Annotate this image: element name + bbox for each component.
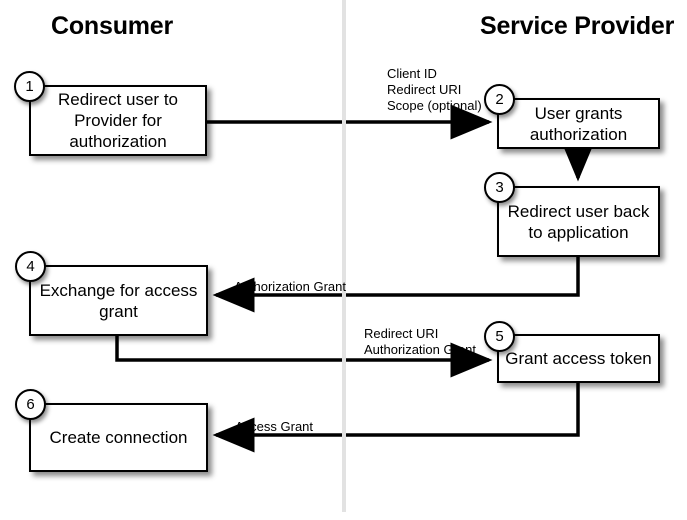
edge-4-to-5 [115,336,493,378]
node-badge-number: 5 [495,328,504,345]
node-badge-number: 1 [25,78,34,95]
edge-label-authorization-grant: Authorization Grant [234,279,347,294]
node-badge-number: 3 [495,179,504,196]
node-badge-3: 3 [484,172,515,203]
edge-label-client-id-redirect-uri-scope: Client ID Redirect URI Scope (optional) [387,66,482,113]
column-title-consumer: Consumer [51,12,174,40]
node-label: User grants authorization [529,103,628,144]
node-badge-1: 1 [14,71,45,102]
swimlane-separator [342,0,346,512]
node-exchange-for-access-grant[interactable]: Exchange for access grant [29,265,208,336]
node-badge-2: 2 [484,84,515,115]
node-badge-6: 6 [15,389,46,420]
column-title-service-provider: Service Provider [480,12,675,40]
node-create-connection[interactable]: Create connection [29,403,208,472]
edge-3-to-4 [212,257,580,313]
node-grant-access-token[interactable]: Grant access token [497,334,660,383]
node-badge-number: 6 [26,396,35,413]
node-label: Grant access token [505,349,652,368]
node-badge-4: 4 [15,251,46,282]
node-user-grants-authorization[interactable]: User grants authorization [497,98,660,149]
node-badge-number: 2 [495,91,504,108]
node-label: Redirect user back to application [507,201,650,242]
edge-label-access-grant: Access Grant [235,419,314,434]
node-badge-number: 4 [26,258,35,275]
node-label: Exchange for access grant [39,280,198,321]
node-redirect-user-to-provider[interactable]: Redirect user to Provider for authorizat… [29,85,207,156]
edge-5-to-6 [212,383,580,453]
node-label: Create connection [49,428,188,447]
node-badge-5: 5 [484,321,515,352]
node-redirect-user-back-to-application[interactable]: Redirect user back to application [497,186,660,257]
node-label: Redirect user to Provider for authorizat… [58,90,178,151]
edge-label-redirect-uri-authorization-grant: Redirect URI Authorization Grant [364,326,477,357]
